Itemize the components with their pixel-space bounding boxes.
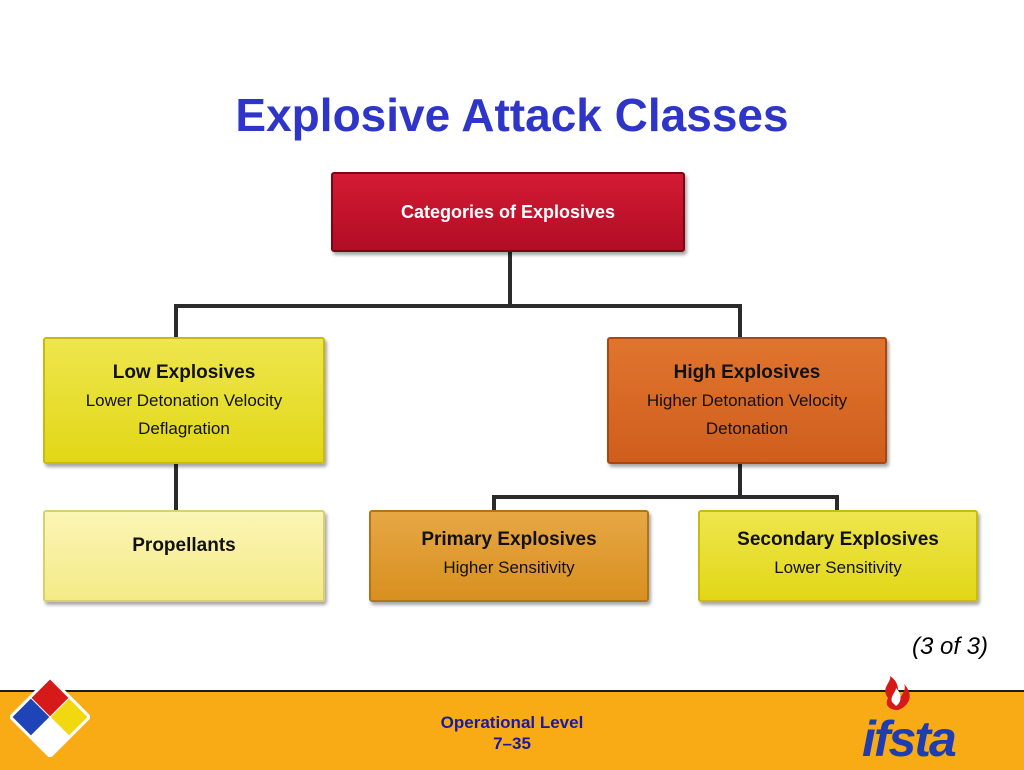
secondary-explosives-box: Secondary Explosives Lower Sensitivity [698,510,978,602]
propellants-title: Propellants [132,535,236,556]
categories-box: Categories of Explosives [331,172,685,252]
categories-title: Categories of Explosives [400,202,616,222]
primary-explosives-title: Primary Explosives [421,529,597,550]
secondary-explosives-title: Secondary Explosives [737,529,939,550]
footer-text: Operational Level 7–35 [0,712,1024,754]
hazard-diamond-icon [10,677,90,757]
low-explosives-title: Low Explosives [112,361,256,383]
secondary-explosives-line1: Lower Sensitivity [774,558,902,577]
low-explosives-line1: Lower Detonation Velocity [85,390,283,410]
ifsta-logo-icon: ifsta [862,676,958,760]
footer-level: Operational Level [440,713,584,732]
high-explosives-line1: Higher Detonation Velocity [646,390,848,410]
propellants-box: Propellants [43,510,325,602]
footer-bar: Operational Level 7–35 [0,690,1024,770]
primary-explosives-box: Primary Explosives Higher Sensitivity [369,510,649,602]
slide-title: Explosive Attack Classes [235,89,789,141]
high-explosives-title: High Explosives [673,361,821,383]
low-explosives-line2: Deflagration [138,418,230,438]
high-explosives-box: High Explosives Higher Detonation Veloci… [607,337,887,464]
footer-page-number: 7–35 [493,734,531,753]
primary-explosives-line1: Higher Sensitivity [443,558,575,577]
page-counter: (3 of 3) [911,633,988,660]
high-explosives-line2: Detonation [705,418,789,438]
svg-text:ifsta: ifsta [862,711,956,760]
low-explosives-box: Low Explosives Lower Detonation Velocity… [43,337,325,464]
